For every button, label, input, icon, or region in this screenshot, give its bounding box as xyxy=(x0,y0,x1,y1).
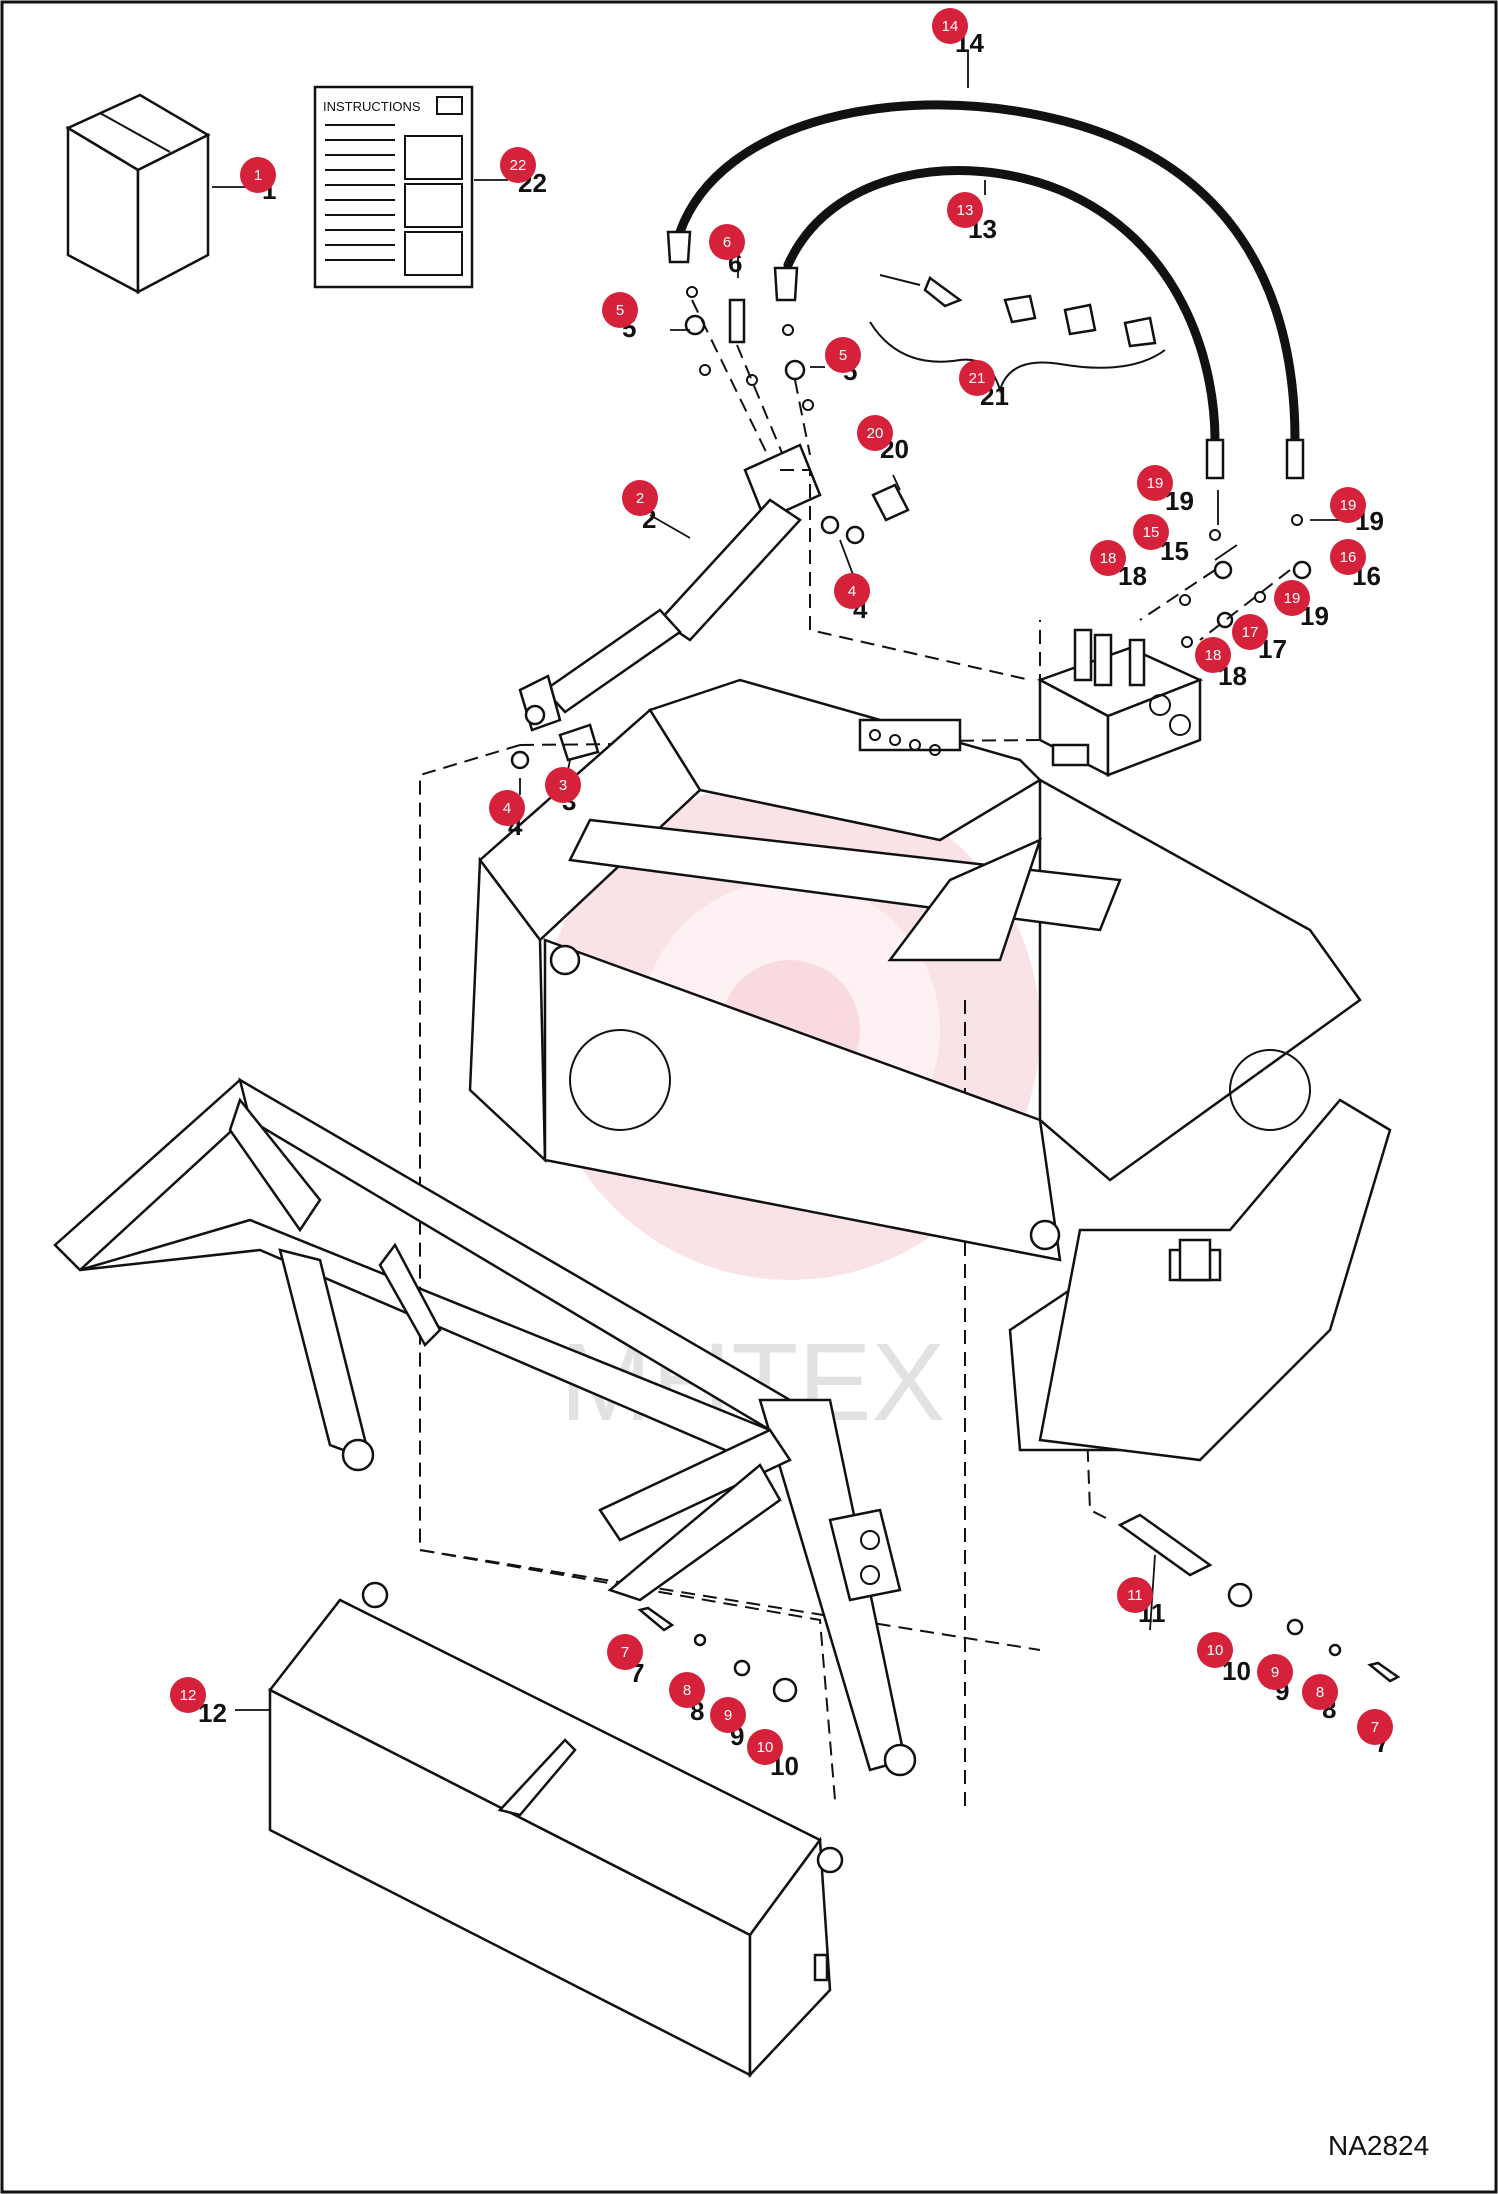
callout-19c[interactable]: 19 xyxy=(1274,580,1310,616)
callout-18a[interactable]: 18 xyxy=(1090,540,1126,576)
callout-18b[interactable]: 18 xyxy=(1195,637,1231,673)
svg-text:8: 8 xyxy=(1316,1684,1324,1701)
mower-body xyxy=(468,678,1392,1462)
hose-clips xyxy=(869,274,1166,394)
callout-21[interactable]: 21 xyxy=(959,360,995,396)
callout-16[interactable]: 16 xyxy=(1330,539,1366,575)
callout-12[interactable]: 12 xyxy=(170,1677,206,1713)
callout-2[interactable]: 2 xyxy=(622,480,658,516)
callout-badges[interactable]: 1 22 14 13 6 5 5 21 20 2 4 3 4 19 15 18 … xyxy=(170,8,1393,1765)
hardware-right xyxy=(1117,1513,1401,1683)
callout-4b[interactable]: 4 xyxy=(489,790,525,826)
callout-1[interactable]: 1 xyxy=(240,157,276,193)
svg-text:10: 10 xyxy=(1207,1642,1224,1659)
callout-10b[interactable]: 10 xyxy=(747,1729,783,1765)
svg-text:6: 6 xyxy=(723,234,731,251)
svg-text:22: 22 xyxy=(510,157,527,174)
callout-13[interactable]: 13 xyxy=(947,192,983,228)
svg-text:7: 7 xyxy=(621,1644,629,1661)
svg-text:9: 9 xyxy=(1271,1664,1279,1681)
svg-text:4: 4 xyxy=(503,800,511,817)
svg-text:5: 5 xyxy=(616,302,624,319)
callout-7b[interactable]: 7 xyxy=(607,1634,643,1670)
fittings-stack xyxy=(684,286,814,461)
callout-9b[interactable]: 9 xyxy=(710,1697,746,1733)
callout-5a[interactable]: 5 xyxy=(602,292,638,328)
callout-5b[interactable]: 5 xyxy=(825,337,861,373)
svg-text:16: 16 xyxy=(1340,549,1357,566)
svg-text:9: 9 xyxy=(724,1707,732,1724)
drawing-code: NA2824 xyxy=(1328,2130,1429,2161)
callout-3[interactable]: 3 xyxy=(545,767,581,803)
svg-text:19: 19 xyxy=(1147,475,1164,492)
callout-19b[interactable]: 19 xyxy=(1330,487,1366,523)
front-frame xyxy=(53,1077,917,1777)
svg-text:7: 7 xyxy=(1371,1719,1379,1736)
hydraulic-cylinder xyxy=(518,443,822,732)
svg-text:3: 3 xyxy=(559,777,567,794)
callout-14[interactable]: 14 xyxy=(932,8,968,44)
valve-block xyxy=(1036,514,1312,778)
svg-text:18: 18 xyxy=(1100,550,1117,567)
svg-text:12: 12 xyxy=(180,1687,197,1704)
callout-17[interactable]: 17 xyxy=(1232,614,1268,650)
svg-text:4: 4 xyxy=(848,583,856,600)
callout-4a[interactable]: 4 xyxy=(834,573,870,609)
svg-text:11: 11 xyxy=(1127,1587,1143,1604)
svg-text:19: 19 xyxy=(1340,497,1357,514)
svg-text:10: 10 xyxy=(757,1739,774,1756)
callout-6[interactable]: 6 xyxy=(709,224,745,260)
pins xyxy=(510,483,910,770)
svg-text:13: 13 xyxy=(957,202,974,219)
svg-text:8: 8 xyxy=(683,1682,691,1699)
callout-8a[interactable]: 8 xyxy=(1302,1674,1338,1710)
box-part xyxy=(65,93,211,295)
callout-20[interactable]: 20 xyxy=(857,415,893,451)
svg-text:15: 15 xyxy=(1143,524,1160,541)
instructions-title: INSTRUCTIONS xyxy=(323,99,421,114)
callout-11[interactable]: 11 xyxy=(1117,1577,1153,1613)
callout-10a[interactable]: 10 xyxy=(1197,1632,1233,1668)
svg-text:20: 20 xyxy=(867,425,884,442)
callout-15[interactable]: 15 xyxy=(1133,514,1169,550)
callout-8b[interactable]: 8 xyxy=(669,1672,705,1708)
callout-19a[interactable]: 19 xyxy=(1137,465,1173,501)
instructions-sheet: INSTRUCTIONS xyxy=(313,85,474,289)
svg-text:21: 21 xyxy=(969,370,986,387)
svg-text:19: 19 xyxy=(1284,590,1301,607)
callout-7a[interactable]: 7 xyxy=(1357,1709,1393,1745)
counterweight xyxy=(268,1581,844,2079)
hydraulic-hoses xyxy=(666,100,1305,480)
callout-22[interactable]: 22 xyxy=(500,147,536,183)
svg-text:2: 2 xyxy=(636,490,644,507)
svg-text:1: 1 xyxy=(254,167,262,184)
svg-text:18: 18 xyxy=(1205,647,1222,664)
svg-text:17: 17 xyxy=(1242,624,1259,641)
svg-text:5: 5 xyxy=(839,347,847,364)
callout-9a[interactable]: 9 xyxy=(1257,1654,1293,1690)
svg-text:14: 14 xyxy=(942,18,959,35)
hardware-left xyxy=(637,1606,798,1703)
